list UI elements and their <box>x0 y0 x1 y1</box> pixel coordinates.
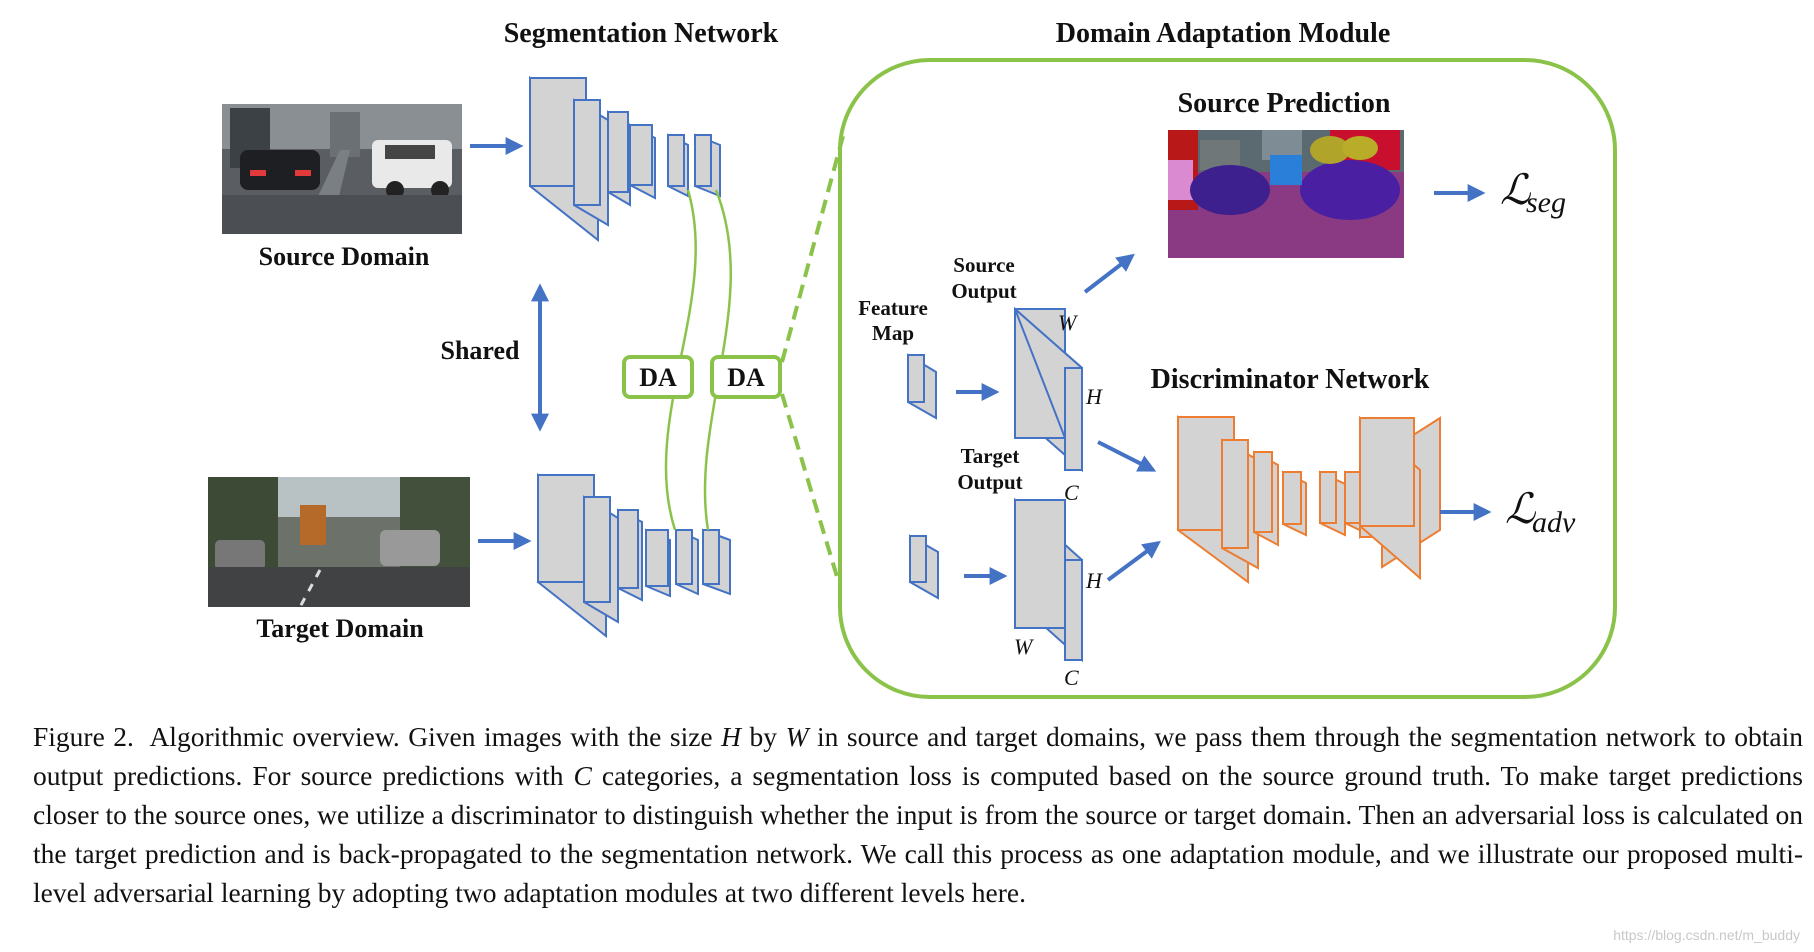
da-box-1: DA <box>622 355 694 399</box>
target-domain-label: Target Domain <box>256 614 424 643</box>
discriminator-network-blocks <box>1177 414 1441 584</box>
target-output-to-discriminator-arrow <box>1106 540 1161 582</box>
target-output-label-line1: Target <box>961 444 1020 468</box>
target-output-label-line2: Output <box>957 470 1022 494</box>
source-output-w-label: W <box>1058 310 1078 335</box>
target-output-h-label: H <box>1085 568 1103 593</box>
watermark: https://blog.csdn.net/m_buddy <box>1613 927 1800 943</box>
figure-caption: Figure 2. Algorithmic overview. Given im… <box>33 717 1803 912</box>
caption-var-c: C <box>573 760 592 791</box>
caption-text-1: Algorithmic overview. Given images with … <box>149 721 713 752</box>
segmentation-network-source <box>529 75 721 243</box>
feature-map-target <box>909 534 939 600</box>
adv-loss-symbol: ℒ <box>1505 487 1536 533</box>
source-output-label-line2: Output <box>951 279 1016 303</box>
feature-map-label-line1: Feature <box>858 296 928 320</box>
adv-loss-subscript: adv <box>1532 506 1576 539</box>
zoom-lines <box>780 135 845 581</box>
source-output-h-label: H <box>1085 384 1103 409</box>
seg-loss-subscript: seg <box>1526 186 1566 219</box>
seg-loss-symbol: ℒ <box>1500 168 1531 214</box>
source-output-c-label: C <box>1064 480 1079 505</box>
caption-var-w: W <box>785 721 809 752</box>
da-box-2-label: DA <box>727 363 765 392</box>
discriminator-network-title: Discriminator Network <box>1151 364 1430 395</box>
source-prediction-title: Source Prediction <box>1178 88 1391 119</box>
source-domain-image <box>222 104 462 234</box>
source-prediction-image <box>1168 130 1404 258</box>
source-output-tensor <box>1014 306 1083 473</box>
source-domain-label: Source Domain <box>259 242 430 271</box>
segmentation-network-target <box>537 472 731 639</box>
domain-adaptation-module-frame <box>838 58 1617 699</box>
da-box-1-label: DA <box>639 363 677 392</box>
domain-adaptation-module-title: Domain Adaptation Module <box>1056 18 1391 49</box>
da-box-2: DA <box>710 355 782 399</box>
caption-text-2: by <box>749 721 778 752</box>
shared-label: Shared <box>441 336 521 365</box>
caption-text-4: categories, a segmentation loss is compu… <box>33 760 1804 908</box>
feature-map-source <box>907 353 937 420</box>
caption-text-3: in source and target domains, we pass th… <box>33 721 1804 791</box>
target-domain-image <box>208 477 470 608</box>
algorithm-overview-diagram: Segmentation Network Domain Adaptation M… <box>208 18 1617 699</box>
target-output-tensor <box>1014 497 1083 663</box>
target-output-w-label: W <box>1014 634 1034 659</box>
caption-var-h: H <box>721 721 742 752</box>
segmentation-network-title: Segmentation Network <box>504 18 779 49</box>
source-output-to-discriminator-arrow <box>1097 440 1157 472</box>
target-output-c-label: C <box>1064 665 1079 690</box>
source-output-label-line1: Source <box>953 253 1014 277</box>
caption-figure-label: Figure 2. <box>33 721 134 752</box>
feature-map-label-line2: Map <box>872 321 914 345</box>
source-output-to-prediction-arrow <box>1083 253 1135 294</box>
